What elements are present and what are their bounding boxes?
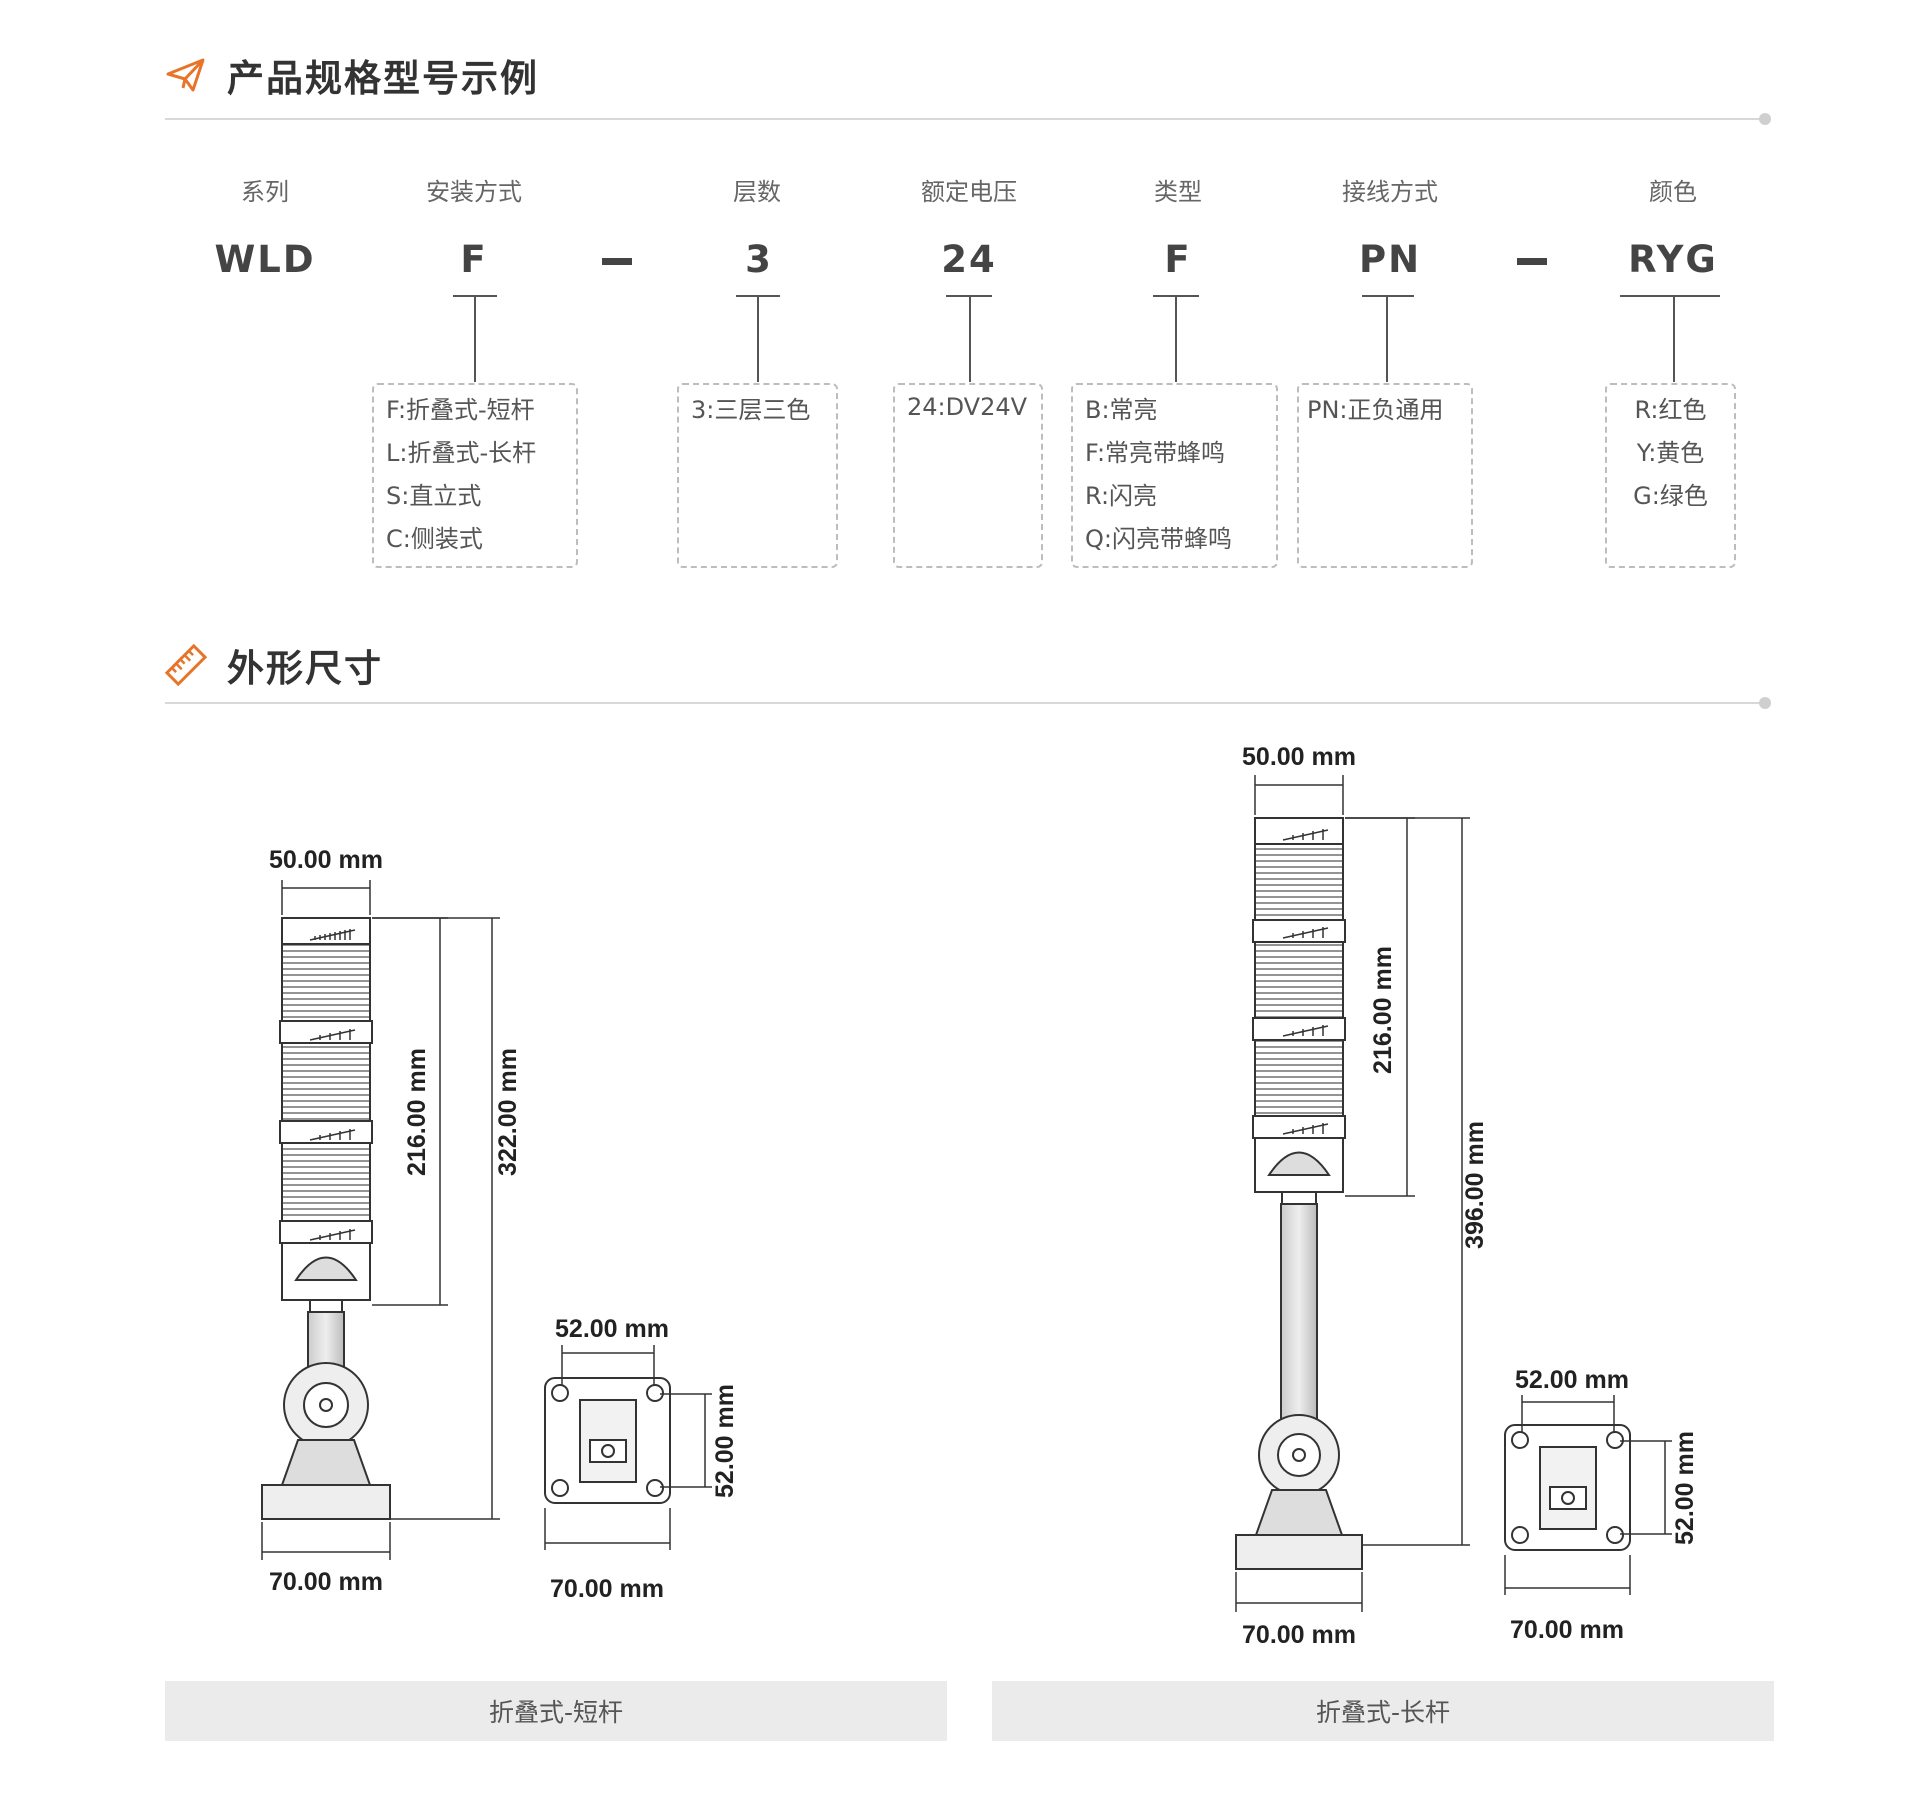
option-item: C:侧装式 [386,525,483,553]
option-item: B:常亮 [1085,396,1158,424]
drawing-long-pole: 50.00 mm 216.00 mm 396.00 mm 70.00 mm 52… [1235,743,1699,1649]
code-wiring: PN [1358,238,1422,281]
dim-total-height: 322.00 mm [494,1048,522,1176]
dim-plate-height: 52.00 mm [1671,1431,1699,1545]
dim-base-width: 70.00 mm [269,1568,383,1596]
section-header-spec: 产品规格型号示例 [165,48,539,102]
section-header-dimensions: 外形尺寸 [165,638,383,692]
dim-width-top: 50.00 mm [269,846,383,874]
caption-long-pole: 折叠式-长杆 [992,1681,1774,1741]
code-series: WLD [214,238,316,281]
options-wiring: PN:正负通用 [1297,383,1473,568]
option-item: PN:正负通用 [1307,396,1444,424]
paper-plane-icon [166,58,205,92]
option-item: F:折叠式-短杆 [386,396,535,424]
connector-line [757,296,759,382]
dim-width-top: 50.00 mm [1242,743,1356,771]
caption-short-pole: 折叠式-短杆 [165,1681,947,1741]
options-type: B:常亮 F:常亮带蜂鸣 R:闪亮 Q:闪亮带蜂鸣 [1071,383,1278,568]
dim-plate-outer: 70.00 mm [1510,1616,1624,1644]
option-item: S:直立式 [386,482,482,510]
option-item: R:红色 [1634,396,1707,424]
dim-light-height: 216.00 mm [1369,946,1397,1074]
dim-plate-height: 52.00 mm [711,1384,739,1498]
options-voltage: 24:DV24V [893,383,1043,568]
col-label-type: 类型 [1154,178,1202,206]
col-label-layers: 层数 [733,178,781,206]
option-item: Q:闪亮带蜂鸣 [1085,525,1232,553]
options-color: R:红色 Y:黄色 G:绿色 [1605,383,1736,568]
code-mount: F [460,238,488,281]
option-item: 24:DV24V [907,393,1028,421]
connector-line [1175,296,1177,382]
options-mount: F:折叠式-短杆 L:折叠式-长杆 S:直立式 C:侧装式 [372,383,578,568]
col-label-series: 系列 [241,178,289,206]
drawing-short-pole: 50.00 mm 216.00 mm 322.00 mm 70.00 mm 52… [261,846,739,1603]
option-item: R:闪亮 [1085,482,1158,510]
dim-total-height: 396.00 mm [1461,1121,1489,1249]
option-item: 3:三层三色 [691,396,811,424]
divider [165,113,1771,125]
code-dash [602,258,632,265]
connector-line [474,296,476,382]
connector-line [1673,296,1675,382]
section-title: 产品规格型号示例 [227,57,539,100]
dim-base-width: 70.00 mm [1242,1621,1356,1649]
dim-plate-width: 52.00 mm [555,1315,669,1343]
section-title: 外形尺寸 [227,647,383,690]
col-label-wiring: 接线方式 [1342,178,1438,206]
divider [165,697,1771,709]
ruler-icon [165,644,207,686]
caption-text: 折叠式-长杆 [1315,1698,1451,1727]
code-color: RYG [1628,238,1718,281]
connector-line [969,296,971,382]
connector-underline [1620,295,1720,297]
option-item: F:常亮带蜂鸣 [1085,439,1226,467]
col-label-color: 颜色 [1649,178,1697,206]
dim-light-height: 216.00 mm [403,1048,431,1176]
connector-line [1386,296,1388,382]
option-item: G:绿色 [1633,482,1708,510]
connector-underline [1362,295,1414,297]
code-voltage: 24 [941,238,997,281]
dim-plate-outer: 70.00 mm [550,1575,664,1603]
dim-plate-width: 52.00 mm [1515,1366,1629,1394]
code-layers: 3 [745,238,773,281]
code-dash [1517,258,1547,265]
code-type: F [1164,238,1192,281]
col-label-voltage: 额定电压 [921,178,1017,206]
caption-text: 折叠式-短杆 [488,1698,624,1727]
option-item: Y:黄色 [1636,439,1705,467]
option-item: L:折叠式-长杆 [386,439,537,467]
options-layers: 3:三层三色 [677,383,838,568]
col-label-mount: 安装方式 [426,178,522,206]
